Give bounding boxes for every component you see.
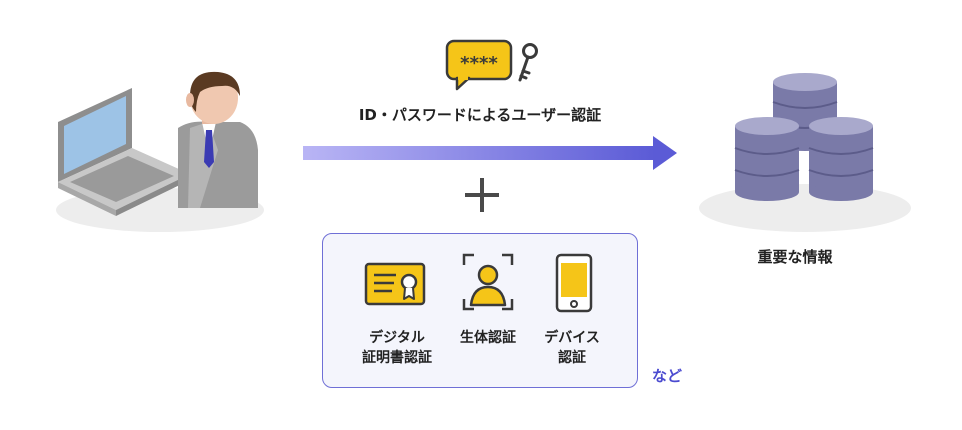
database-shadow — [699, 184, 911, 232]
device-auth-label-line1: デバイス — [544, 330, 600, 346]
face-scan-icon — [462, 253, 514, 311]
digital-certificate-label: デジタル 証明書認証 — [342, 328, 452, 368]
smartphone-icon — [555, 253, 593, 313]
key-icon — [518, 43, 538, 82]
user-with-laptop-illustration — [56, 71, 264, 232]
database-icon — [734, 117, 800, 201]
device-auth-label: デバイス 認証 — [522, 328, 622, 368]
biometric-label-line1: 生体認証 — [460, 330, 516, 346]
user-icon — [178, 71, 258, 208]
password-bubble-icon: **** — [445, 39, 513, 91]
password-bubble-text: **** — [460, 53, 498, 74]
database-illustration — [699, 73, 911, 232]
laptop-icon — [58, 88, 190, 216]
digital-certificate-label-line2: 証明書認証 — [362, 350, 432, 366]
certificate-icon — [364, 262, 426, 306]
important-data-label: 重要な情報 — [757, 248, 833, 266]
auth-title: ID・パスワードによるユーザー認証 — [358, 106, 602, 124]
digital-certificate-label-line1: デジタル — [369, 330, 425, 346]
etc-label: など — [652, 367, 683, 385]
device-auth-label-line2: 認証 — [558, 350, 586, 366]
database-icon — [808, 117, 874, 201]
plus-icon — [465, 178, 499, 212]
biometric-label: 生体認証 — [443, 328, 533, 348]
flow-arrow — [303, 136, 677, 170]
